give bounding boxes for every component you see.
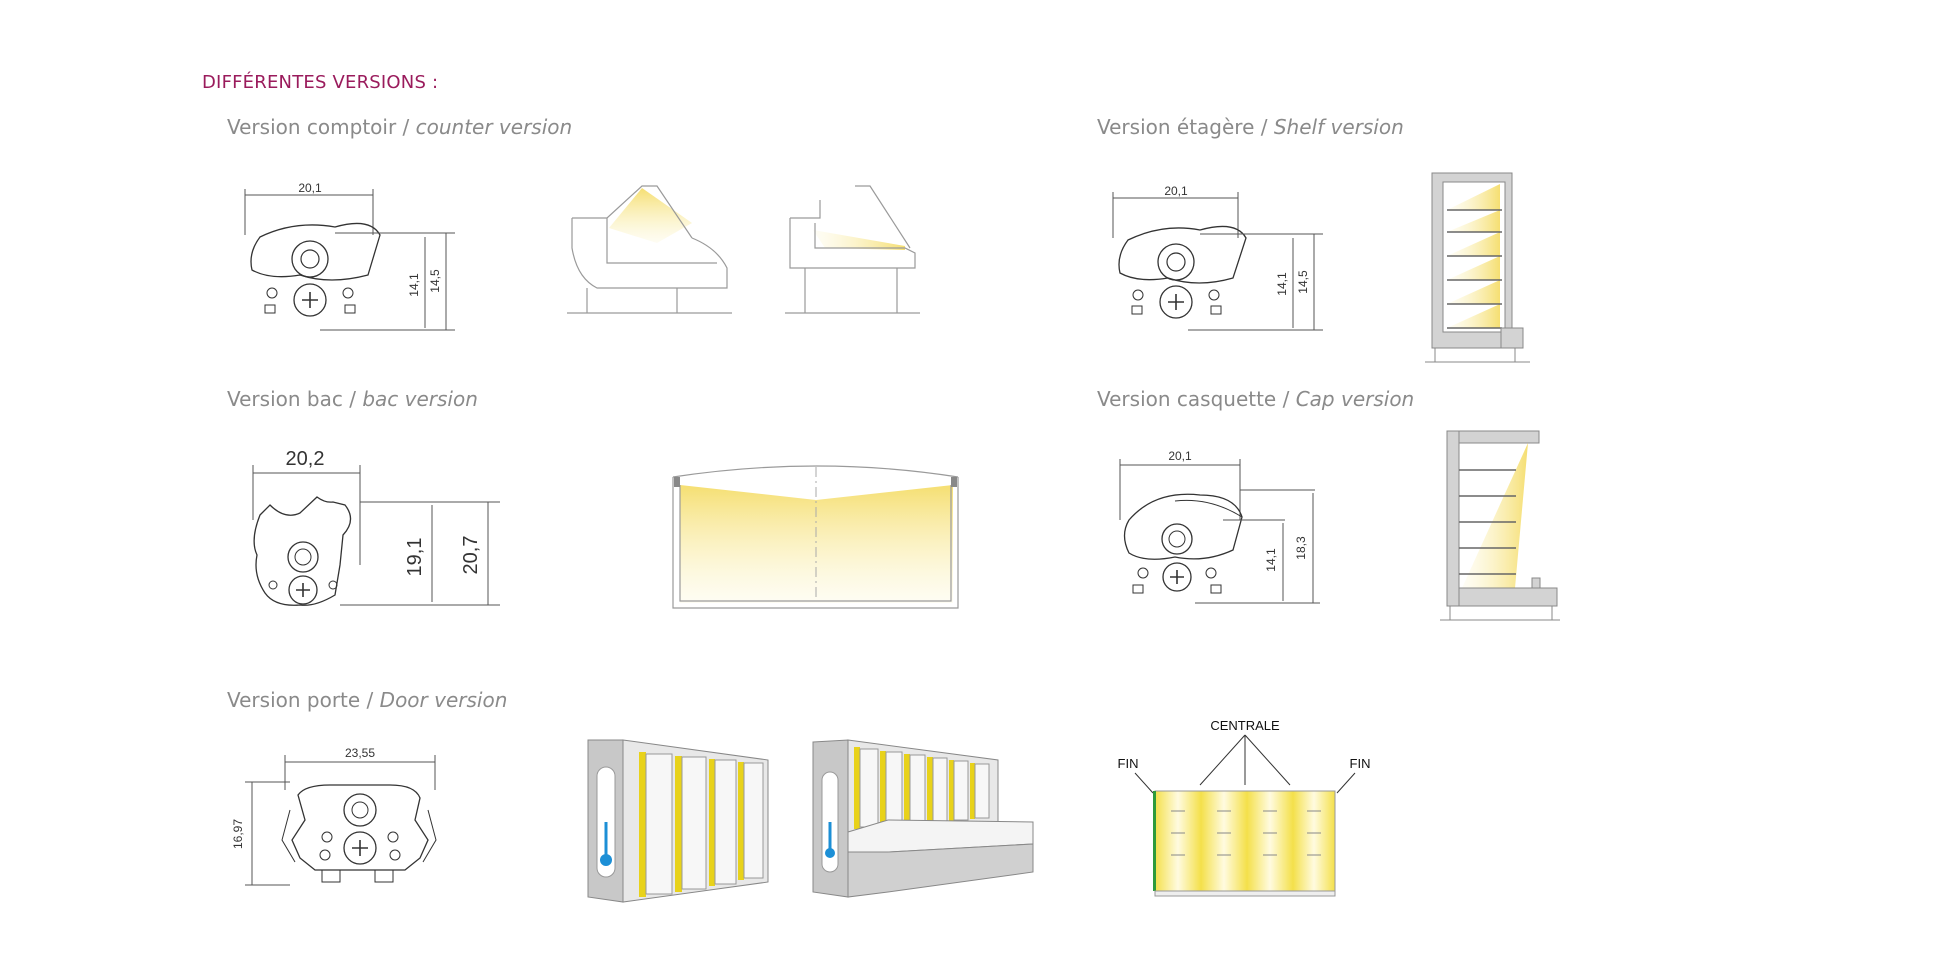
section-title-cap: Version casquette / Cap version (1097, 387, 1414, 411)
dim-height2-label: 20,7 (460, 536, 482, 575)
door-cabinet-upright (587, 739, 769, 903)
dim-width-label: 20,1 (298, 181, 322, 195)
counter-display-case-1 (567, 185, 732, 314)
section-title-fr: Version bac / (227, 387, 356, 411)
section-title-shelf: Version étagère / Shelf version (1097, 115, 1404, 139)
door-cabinet-combined (812, 739, 1034, 898)
label-centrale: CENTRALE (1210, 718, 1280, 733)
dim-width-label: 20,1 (1168, 449, 1192, 463)
dim-height1-label: 14,1 (1275, 272, 1289, 296)
counter-display-case-2 (785, 185, 920, 314)
section-title-fr: Version comptoir / (227, 115, 410, 139)
counter-profile-drawing: 20,1 14,1 14,5 (244, 181, 455, 331)
section-title-en: bac version (362, 387, 478, 411)
label-fin-right: FIN (1350, 756, 1371, 771)
bac-tub-drawing (672, 465, 959, 609)
dim-width-label: 20,1 (1164, 184, 1188, 198)
page-heading: DIFFÉRENTES VERSIONS : (202, 72, 439, 93)
section-title-counter: Version comptoir / counter version (227, 115, 572, 139)
cap-profile-drawing: 20,1 14,1 18,3 (1119, 449, 1320, 604)
label-fin-left: FIN (1118, 756, 1139, 771)
section-title-en: counter version (415, 115, 573, 139)
section-title-bac: Version bac / bac version (227, 387, 478, 411)
bac-profile-drawing: 20,2 19,1 20,7 (252, 448, 500, 606)
section-title-fr: Version casquette / (1097, 387, 1290, 411)
shelf-profile-drawing: 20,1 14,1 14,5 (1112, 184, 1323, 331)
cap-cabinet-drawing (1440, 430, 1560, 621)
section-title-en: Shelf version (1273, 115, 1404, 139)
dim-height1-label: 19,1 (404, 538, 426, 577)
section-title-fr: Version porte / (227, 688, 374, 712)
dim-height2-label: 18,3 (1294, 536, 1308, 560)
dim-height2-label: 14,5 (1296, 270, 1310, 294)
dim-height1-label: 14,1 (407, 273, 421, 297)
dim-height2-label: 14,5 (428, 269, 442, 293)
dim-width-label: 20,2 (286, 448, 325, 470)
door-profile-drawing: 23,55 16,97 (231, 746, 437, 886)
door-light-position-diagram: CENTRALE FIN FIN (1118, 718, 1371, 897)
shelf-cabinet-drawing (1425, 172, 1530, 363)
dim-height1-label: 16,97 (231, 819, 245, 849)
section-title-en: Cap version (1295, 387, 1415, 411)
dim-width-label: 23,55 (345, 746, 375, 760)
section-title-en: Door version (379, 688, 508, 712)
section-title-fr: Version étagère / (1097, 115, 1268, 139)
section-title-door: Version porte / Door version (227, 688, 507, 712)
dim-height1-label: 14,1 (1264, 548, 1278, 572)
